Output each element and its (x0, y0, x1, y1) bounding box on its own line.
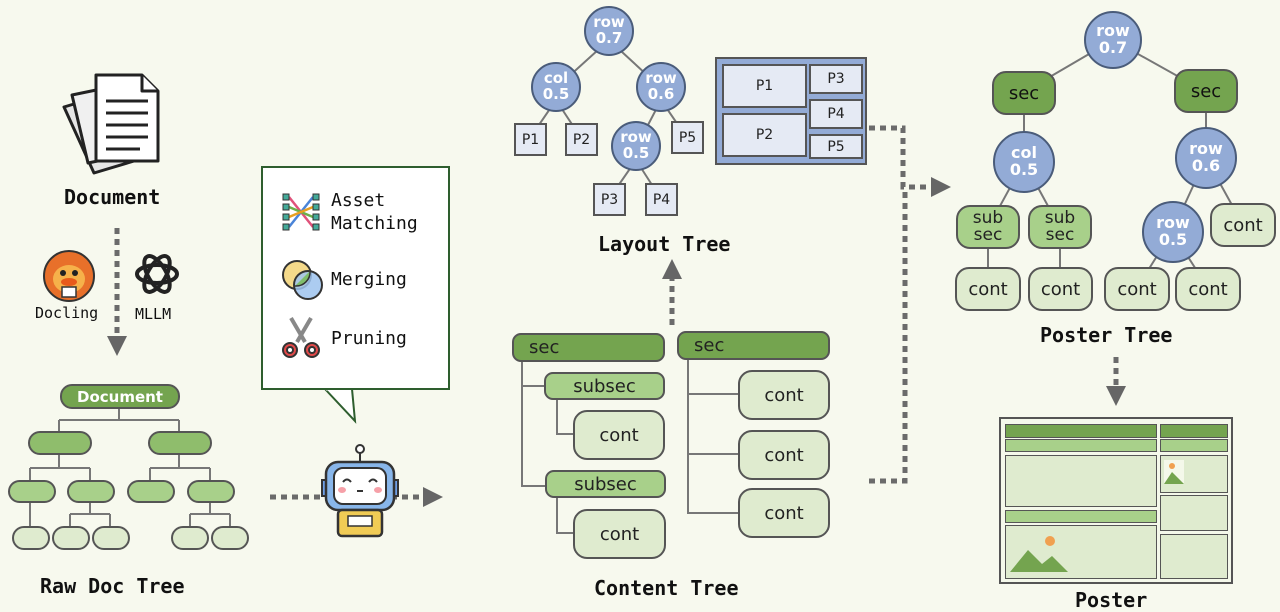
robot-agent-icon (321, 444, 399, 538)
layout-tree-title: Layout Tree (598, 232, 731, 256)
poster-section-bar (1005, 439, 1157, 452)
content-cont-node: cont (738, 370, 830, 420)
raw-tree-leaf (171, 526, 209, 550)
raw-tree-leaf (52, 526, 90, 550)
content-cont-node: cont (738, 430, 830, 480)
raw-doc-tree-title: Raw Doc Tree (40, 574, 185, 598)
layout-preview-p5: P5 (809, 134, 863, 159)
layout-preview-p4: P4 (809, 99, 863, 129)
document-label: Document (64, 185, 161, 209)
poster-cont-node: cont (955, 267, 1021, 311)
poster-title: Poster (1075, 588, 1148, 612)
asset-matching-label: Asset Matching (331, 190, 418, 235)
content-sec-node: sec (512, 333, 665, 362)
poster-title-bar (1160, 424, 1228, 438)
poster-tree-title: Poster Tree (1040, 323, 1173, 347)
docling-label: Docling (35, 304, 99, 322)
content-sec-node: sec (677, 331, 830, 360)
poster-content-block (1160, 495, 1228, 531)
poster-content-block (1160, 455, 1228, 493)
mllm-label: MLLM (135, 305, 172, 323)
content-subsec-node: subsec (544, 372, 665, 400)
poster-cont-node: cont (1175, 267, 1241, 311)
poster-cont-node: cont (1104, 267, 1170, 311)
poster-sec-node: sec (1174, 69, 1238, 113)
poster-subsec-node: sub sec (1028, 205, 1092, 249)
raw-tree-root-node: Document (60, 384, 180, 409)
poster-image-icon (1164, 460, 1184, 484)
layout-leaf-p3: P3 (593, 183, 626, 216)
scissors-icon (282, 316, 320, 358)
docling-duck-icon (43, 250, 95, 302)
layout-preview-p1: P1 (722, 64, 807, 108)
layout-leaf-p5: P5 (671, 121, 704, 154)
layout-preview-p3: P3 (809, 64, 863, 94)
layout-leaf-p2: P2 (565, 123, 598, 156)
merging-icon (282, 260, 323, 300)
document-stack-icon (62, 73, 160, 175)
layout-preview: P1 P2 P3 P4 P5 (715, 57, 867, 165)
poster-cont-node: cont (1028, 267, 1093, 311)
raw-tree-leaf (12, 526, 50, 550)
layout-preview-p2: P2 (722, 113, 807, 157)
poster-section-bar (1160, 439, 1228, 452)
poster-title-bar (1005, 424, 1157, 438)
poster-cont-node: cont (1210, 203, 1276, 247)
pruning-label: Pruning (331, 328, 407, 349)
poster-subsec-node: sub sec (956, 205, 1020, 249)
merging-label: Merging (331, 269, 407, 290)
content-subsec-node: subsec (545, 470, 666, 498)
raw-tree-node (28, 431, 92, 455)
raw-tree-node (8, 480, 56, 503)
content-cont-node: cont (573, 410, 665, 460)
raw-tree-leaf (211, 526, 249, 550)
content-cont-node: cont (738, 488, 830, 538)
poster-preview (999, 417, 1233, 584)
content-cont-node: cont (573, 509, 666, 559)
raw-tree-node (127, 480, 175, 503)
layout-leaf-p4: P4 (645, 183, 678, 216)
raw-tree-node (67, 480, 115, 503)
raw-tree-node (148, 431, 212, 455)
mllm-openai-icon (135, 254, 179, 294)
poster-image-icon (1010, 532, 1068, 572)
poster-sec-node: sec (992, 71, 1056, 115)
poster-content-block (1160, 534, 1228, 579)
raw-tree-node (187, 480, 235, 503)
content-tree-title: Content Tree (594, 576, 739, 600)
layout-leaf-p1: P1 (514, 123, 547, 156)
poster-content-block (1005, 525, 1157, 579)
poster-section-bar (1005, 510, 1157, 523)
poster-content-block (1005, 455, 1157, 507)
raw-tree-leaf (92, 526, 130, 550)
asset-matching-icon (282, 193, 320, 231)
